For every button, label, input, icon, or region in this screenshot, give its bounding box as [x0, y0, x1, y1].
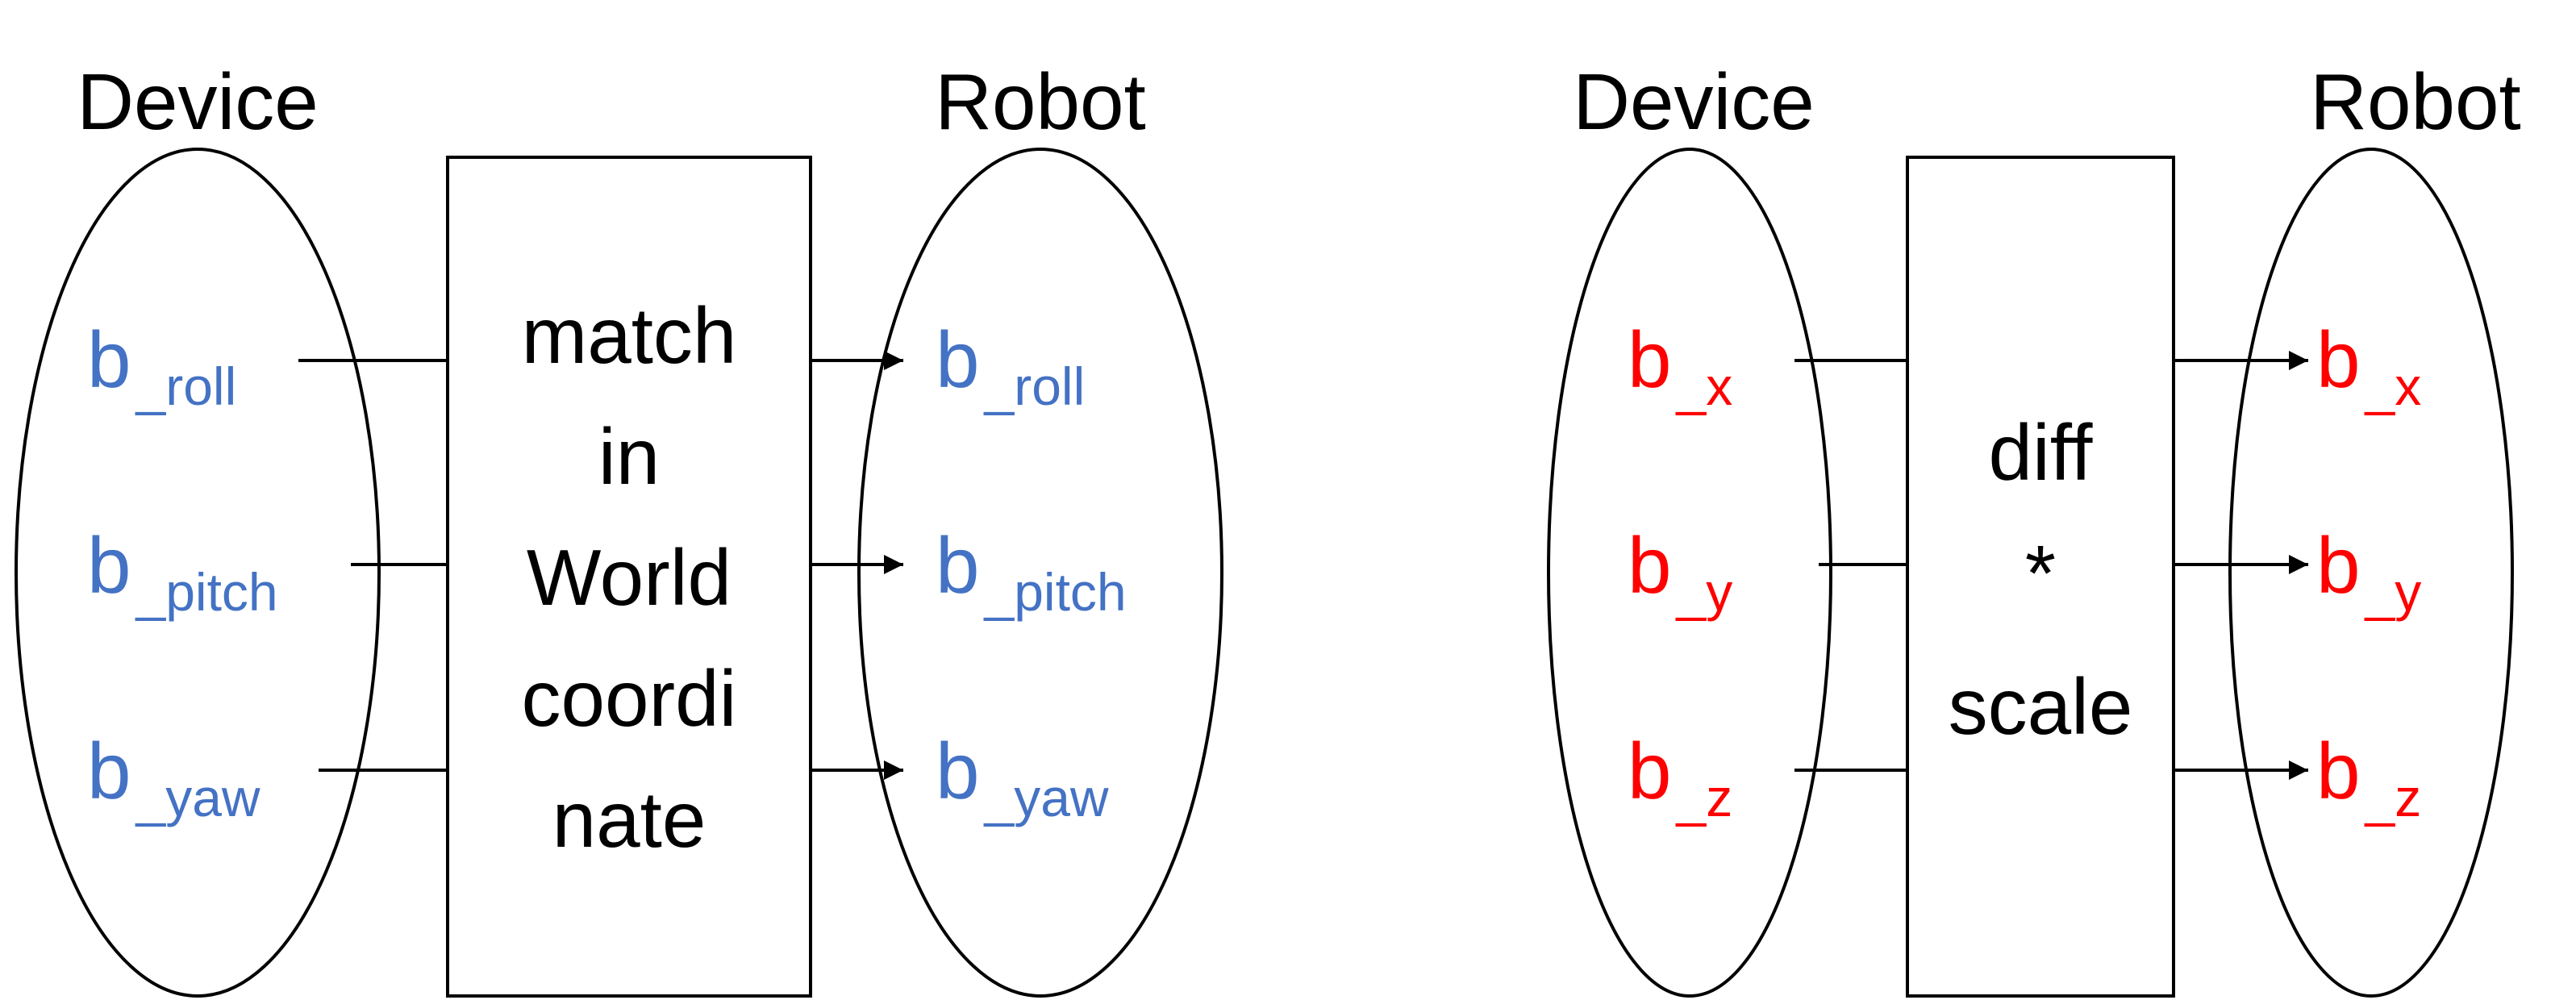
right-transform-box [1906, 156, 2175, 998]
right-robot-var-z: b_z [2316, 727, 2421, 827]
right-box-text: diff * scale [1949, 408, 2133, 751]
left-box-line: coordi [522, 654, 737, 743]
left-transform-box [446, 156, 812, 998]
left-device-var-roll: b_roll [87, 315, 236, 416]
right-box-line: scale [1949, 662, 2133, 751]
right-device-var-z: b_z [1628, 727, 1732, 827]
left-panel: Device Robot match in World coordi nate … [15, 57, 1223, 998]
right-box-line: diff [1989, 408, 2094, 497]
right-robot-var-x: b_x [2316, 315, 2421, 416]
right-device-var-y: b_y [1628, 521, 1732, 622]
right-robot-label: Robot [2310, 57, 2521, 146]
right-box-line: * [2025, 529, 2056, 618]
left-box-line: World [527, 533, 732, 622]
left-robot-var-yaw: b_yaw [936, 727, 1109, 827]
left-box-line: match [522, 291, 737, 380]
left-robot-var-roll: b_roll [936, 315, 1085, 416]
left-box-line: in [598, 412, 660, 501]
right-device-label: Device [1573, 57, 1815, 146]
left-device-var-yaw: b_yaw [87, 727, 261, 827]
left-device-label: Device [77, 57, 319, 146]
left-robot-var-pitch: b_pitch [936, 521, 1127, 622]
left-box-line: nate [552, 775, 707, 864]
left-device-ellipse [15, 148, 381, 998]
left-device-var-pitch: b_pitch [87, 521, 278, 622]
right-robot-var-y: b_y [2316, 521, 2421, 622]
left-robot-ellipse [857, 148, 1223, 998]
left-box-text: match in World coordi nate [522, 291, 737, 864]
right-panel: Device Robot diff * scale b_x b_y b_z b_… [1547, 57, 2521, 998]
right-device-ellipse [1547, 148, 1832, 998]
right-device-var-x: b_x [1628, 315, 1732, 416]
left-robot-label: Robot [935, 57, 1146, 146]
right-robot-ellipse [2228, 148, 2514, 998]
